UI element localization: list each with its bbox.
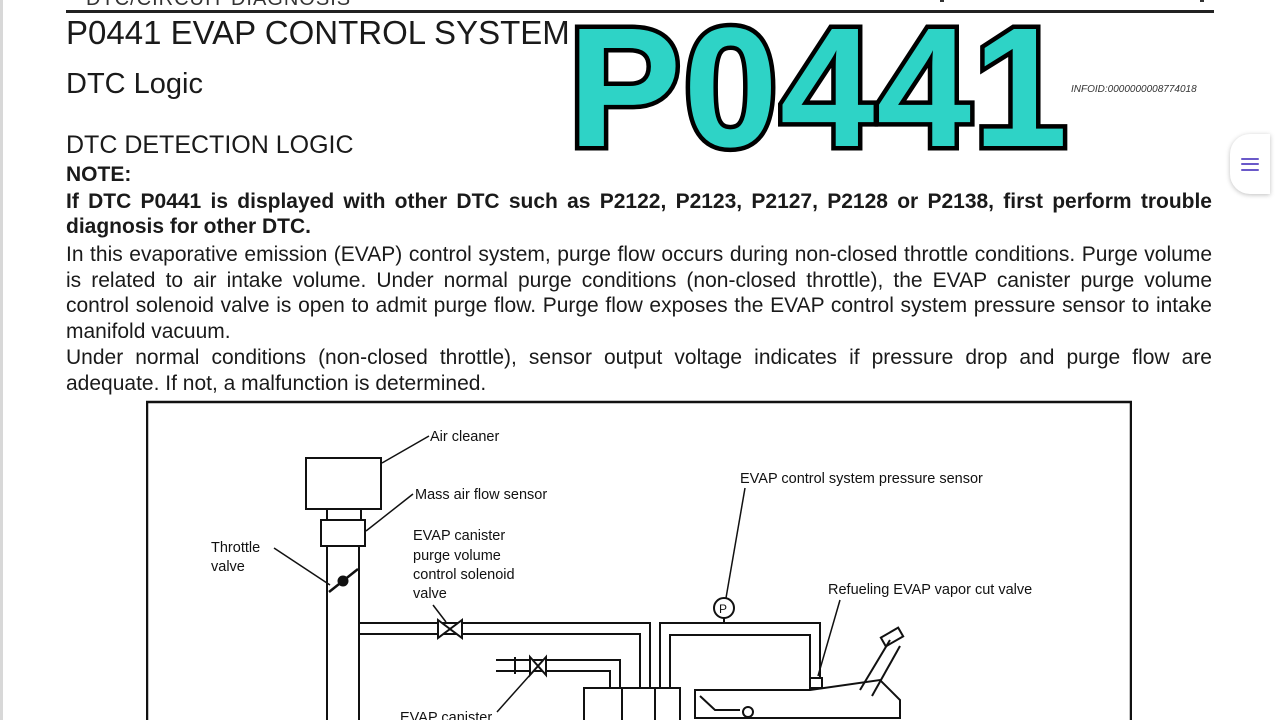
page-left-edge <box>0 0 3 720</box>
hamburger-menu-icon <box>1241 157 1259 171</box>
filler-cap <box>879 626 905 648</box>
evap-system-diagram: Air cleaner Mass air flow sensor Throttl… <box>146 400 1132 720</box>
label-purge-valve: control solenoid <box>413 567 515 583</box>
viewer-menu-button[interactable] <box>1230 134 1270 194</box>
diagram-frame <box>146 400 1132 720</box>
evap-canister <box>583 687 681 720</box>
air-cleaner-box <box>305 457 382 510</box>
note-text: If DTC P0441 is displayed with other DTC… <box>66 190 1212 238</box>
solenoid-valve-left <box>437 618 452 640</box>
label-purge-valve: purge volume <box>413 548 501 564</box>
body-paragraph: In this evaporative emission (EVAP) cont… <box>66 243 1212 343</box>
label-canister: EVAP canister <box>400 710 492 720</box>
body-paragraph: Under normal conditions (non-closed thro… <box>66 346 1212 395</box>
throttle-pivot <box>337 575 349 587</box>
label-throttle: Throttle <box>211 540 260 556</box>
header-mark <box>940 0 944 2</box>
header-mark <box>1200 0 1204 2</box>
label-maf-sensor: Mass air flow sensor <box>415 487 547 503</box>
solenoid-valve-right <box>448 618 463 640</box>
refuel-cut-valve <box>809 677 823 689</box>
label-refuel-valve: Refueling EVAP vapor cut valve <box>828 582 1032 598</box>
dtc-code-overlay: P0441 <box>564 0 1073 188</box>
label-purge-valve: valve <box>413 586 447 602</box>
label-purge-valve: EVAP canister <box>413 528 505 544</box>
pressure-sensor-letter: P <box>719 602 727 616</box>
pressure-sensor-symbol <box>713 597 735 619</box>
maf-sensor-body <box>320 519 366 547</box>
running-header: DTC/CIRCUIT DIAGNOSIS <box>86 0 351 11</box>
maf-sensor-collar <box>326 508 362 521</box>
section-heading: DTC DETECTION LOGIC <box>66 131 354 159</box>
page-subtitle: DTC Logic <box>66 68 203 100</box>
page-title: P0441 EVAP CONTROL SYSTEM <box>66 14 570 51</box>
fuel-tank <box>694 678 901 719</box>
label-pressure-sensor: EVAP control system pressure sensor <box>740 471 983 487</box>
note-label: NOTE: <box>66 163 132 186</box>
info-id: INFOID:0000000008774018 <box>1071 84 1197 95</box>
label-air-cleaner: Air cleaner <box>430 429 499 445</box>
label-throttle-valve: valve <box>211 559 245 575</box>
header-rule <box>66 10 1214 13</box>
